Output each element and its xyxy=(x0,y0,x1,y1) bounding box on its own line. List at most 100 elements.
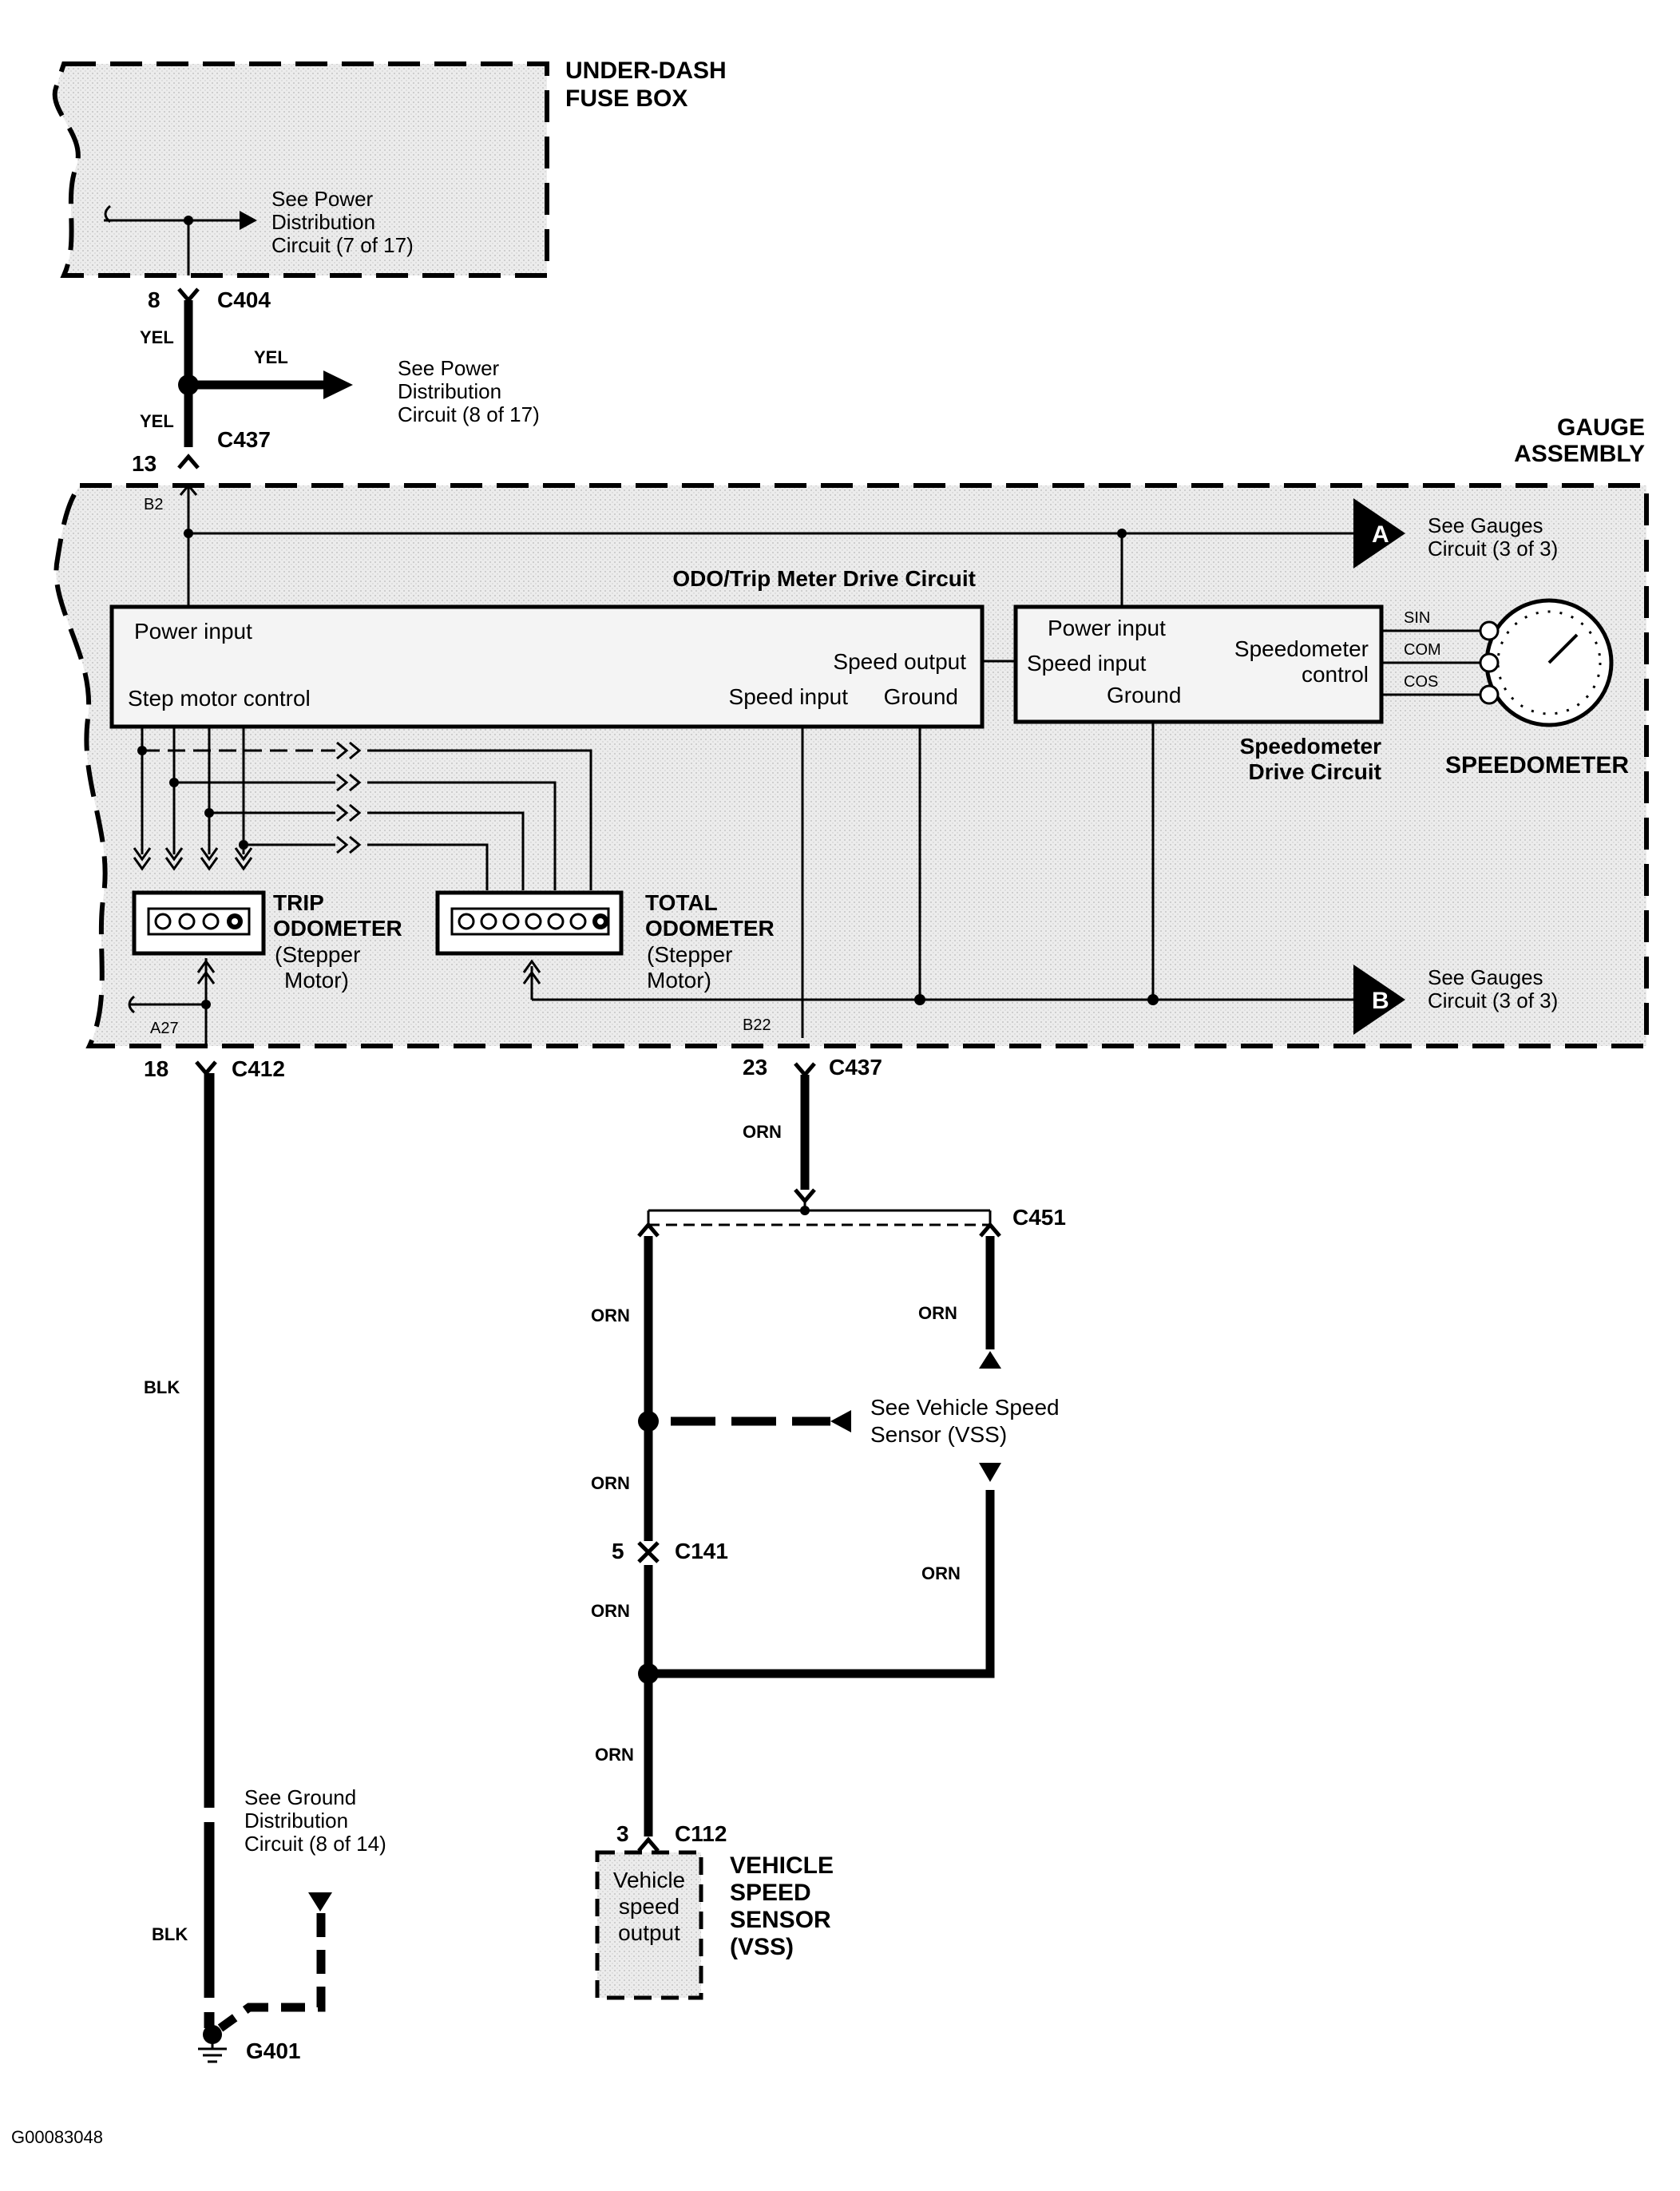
c404-pin: 8 xyxy=(148,287,160,312)
chevron-right-icon xyxy=(336,741,362,854)
c112-label: C112 xyxy=(675,1821,727,1846)
vss-label-4: (VSS) xyxy=(730,1934,794,1960)
total-odo-4: Motor) xyxy=(647,968,711,992)
trip-odometer-display xyxy=(132,890,266,956)
trip-odo-4: Motor) xyxy=(284,968,349,992)
c437-bottom-pin: 23 xyxy=(743,1055,767,1080)
c451-label: C451 xyxy=(1012,1205,1066,1230)
speedometer-gauge-icon xyxy=(1479,598,1614,727)
gauge-internal-wiring xyxy=(128,485,1489,1046)
total-odo-3: (Stepper xyxy=(647,942,732,967)
c412-label: C412 xyxy=(232,1056,285,1081)
figure-id: G00083048 xyxy=(11,2127,103,2147)
ground-symbol-icon xyxy=(198,2034,227,2063)
vss-sensor-box xyxy=(595,1850,703,2000)
c451-bus xyxy=(647,1201,992,1226)
arrow-left-icon xyxy=(830,1410,851,1432)
total-odometer-display xyxy=(435,890,624,956)
chevron-up-icon xyxy=(179,483,541,985)
trip-odo-1: TRIP xyxy=(273,890,324,915)
vss-label-3: SENSOR xyxy=(730,1907,831,1933)
c141-label: C141 xyxy=(675,1539,728,1563)
vss-ref-2: Sensor (VSS) xyxy=(870,1422,1007,1447)
power-ref-3: Circuit (8 of 17) xyxy=(398,402,540,426)
wire-color-orn: ORN xyxy=(595,1745,634,1765)
pin-b2: B2 xyxy=(144,496,163,513)
ref-a-letter: A xyxy=(1372,521,1389,548)
speedo-ground: Ground xyxy=(1107,683,1181,707)
arrow-right-icon xyxy=(240,211,257,230)
pin-b22: B22 xyxy=(743,1016,771,1034)
under-dash-fuse-box xyxy=(52,61,549,278)
ground-ref-2: Distribution xyxy=(244,1809,348,1832)
gauge-assembly-title-2: ASSEMBLY xyxy=(1514,441,1645,467)
speedo-power-input: Power input xyxy=(1048,616,1166,640)
ground-ref-3: Circuit (8 of 14) xyxy=(244,1832,386,1856)
fuse-ref-2: Distribution xyxy=(271,210,375,234)
splice-dot xyxy=(638,1411,659,1432)
power-ref-2: Distribution xyxy=(398,379,501,403)
speedo-control-1: Speedometer xyxy=(1234,636,1369,661)
odo-speed-output: Speed output xyxy=(833,649,966,674)
orn-wire-right-lower xyxy=(648,1490,995,1678)
signal-cos: COS xyxy=(1404,673,1438,691)
arrow-up-icon xyxy=(979,1351,1001,1369)
fuse-ref-1: See Power xyxy=(271,187,374,211)
odo-trip-drive-circuit-box xyxy=(109,604,985,729)
ground-ref-1: See Ground xyxy=(244,1785,356,1809)
speedo-speed-input: Speed input xyxy=(1027,651,1147,676)
arrow-down-icon xyxy=(308,1892,332,1912)
gauge-assembly-title-1: GAUGE xyxy=(1557,414,1645,441)
c404-connector xyxy=(177,287,200,303)
wire-color-orn: ORN xyxy=(591,1473,630,1493)
c451-connector xyxy=(637,1188,1001,1238)
splice-dot xyxy=(184,216,193,225)
ref-a-triangle-icon xyxy=(1353,498,1405,569)
c412-connector xyxy=(195,1060,217,1076)
ref-b-triangle-icon xyxy=(1353,965,1405,1035)
wire-color-blk: BLK xyxy=(144,1377,180,1397)
vss-inner-2: speed xyxy=(619,1894,680,1919)
arrow-down-icon xyxy=(979,1463,1001,1482)
vss-inner-3: output xyxy=(618,1920,680,1945)
ref-b-letter: B xyxy=(1372,988,1389,1014)
vss-inner-1: Vehicle xyxy=(613,1868,685,1892)
vss-label-1: VEHICLE xyxy=(730,1852,834,1879)
splice-dot xyxy=(800,1206,810,1215)
ref-a-line2: Circuit (3 of 3) xyxy=(1428,537,1558,561)
total-odo-2: ODOMETER xyxy=(645,916,775,941)
speedometer-drive-circuit-box xyxy=(1013,604,1384,724)
odo-step-motor-control: Step motor control xyxy=(128,686,311,711)
total-odo-1: TOTAL xyxy=(645,890,718,915)
c437-top-connector xyxy=(177,454,200,470)
wire-color-orn: ORN xyxy=(921,1563,961,1583)
speedo-circuit-label-2: Drive Circuit xyxy=(1249,759,1382,784)
wire-color-orn: ORN xyxy=(743,1122,782,1142)
odo-speed-input: Speed input xyxy=(729,684,849,709)
c437-bottom-label: C437 xyxy=(829,1055,882,1080)
vss-ref-1: See Vehicle Speed xyxy=(870,1395,1060,1420)
c141-pin: 5 xyxy=(612,1539,624,1563)
ground-dashed-wire xyxy=(217,1913,326,2032)
c404-label: C404 xyxy=(217,287,271,312)
g401-label: G401 xyxy=(246,2038,301,2063)
ref-a-line1: See Gauges xyxy=(1428,513,1543,537)
wire-color-orn: ORN xyxy=(591,1601,630,1621)
c437-top-label: C437 xyxy=(217,427,271,452)
speedometer-label: SPEEDOMETER xyxy=(1445,752,1629,779)
fuse-ref-3: Circuit (7 of 17) xyxy=(271,233,414,257)
trip-odo-3: (Stepper xyxy=(275,942,360,967)
fuse-box-title-1: UNDER-DASH xyxy=(565,57,727,84)
signal-sin: SIN xyxy=(1404,609,1430,627)
wire-color-orn: ORN xyxy=(591,1305,630,1325)
power-ref-1: See Power xyxy=(398,356,500,380)
trip-odo-2: ODOMETER xyxy=(273,916,402,941)
wire-color-yel: YEL xyxy=(140,327,174,347)
wire-color-yel: YEL xyxy=(254,347,288,367)
fuse-box-internal-wiring xyxy=(104,204,240,275)
odo-ground: Ground xyxy=(884,684,958,709)
odo-power-input: Power input xyxy=(134,619,252,644)
c437-bottom-connector xyxy=(794,1062,816,1078)
c141-connector xyxy=(637,1541,660,1563)
